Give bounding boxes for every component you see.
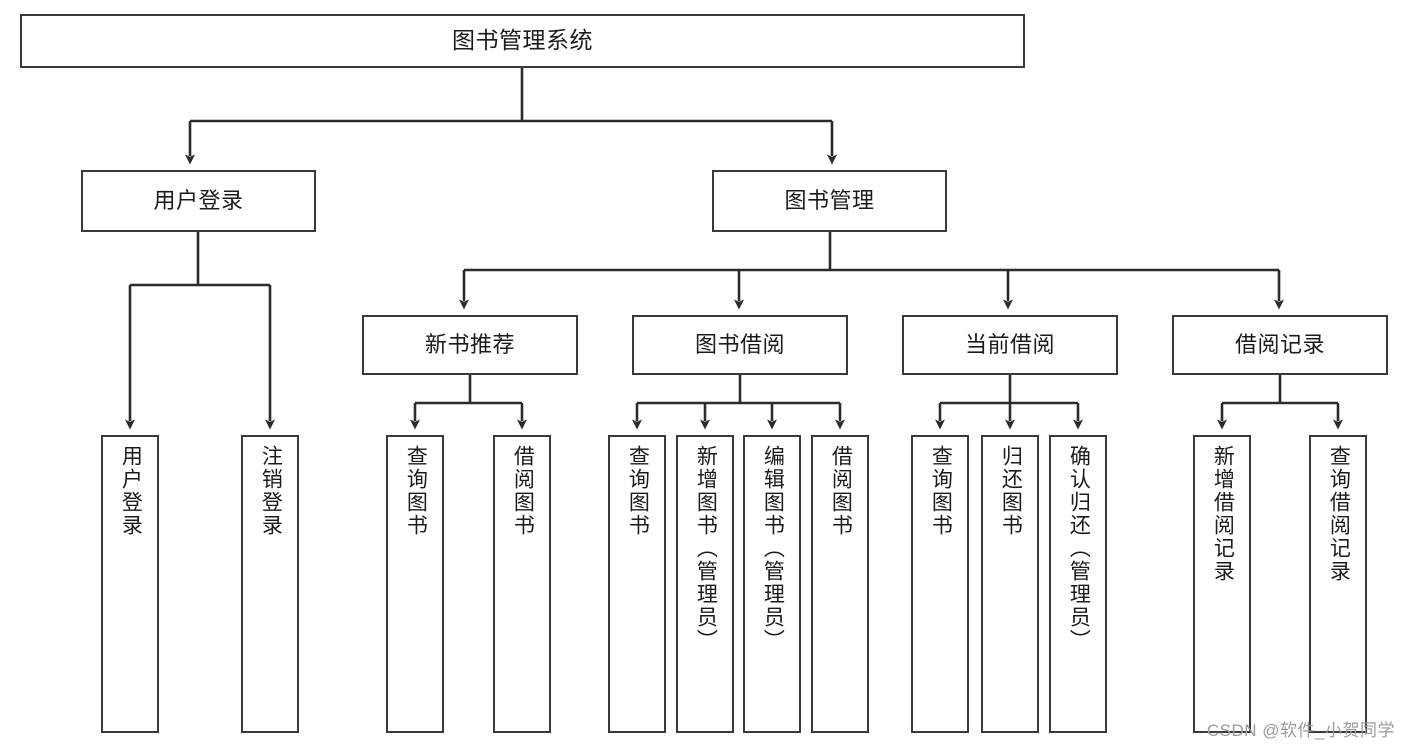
node-book-borrow-label: 图书借阅: [694, 332, 785, 358]
node-book-manage-label: 图书管理: [784, 188, 875, 214]
node-book-manage[interactable]: 图书管理: [712, 170, 947, 232]
node-leaf-logout[interactable]: 注销登录: [241, 435, 299, 733]
node-current-borrow[interactable]: 当前借阅: [902, 315, 1118, 375]
node-leaf-add-book-label: 新增图书（管理员）: [694, 445, 718, 652]
node-leaf-confirm-return-label: 确认归还（管理员）: [1067, 445, 1091, 652]
node-leaf-user-login-label: 用户登录: [119, 445, 143, 537]
node-leaf-borrow-book-1-label: 借阅图书: [511, 445, 535, 537]
node-leaf-add-record[interactable]: 新增借阅记录: [1193, 435, 1251, 733]
node-leaf-confirm-return[interactable]: 确认归还（管理员）: [1049, 435, 1107, 733]
node-leaf-query-book-2[interactable]: 查询图书: [608, 435, 666, 733]
node-current-borrow-label: 当前借阅: [964, 332, 1055, 358]
node-leaf-query-book-3[interactable]: 查询图书: [911, 435, 969, 733]
node-leaf-return-book[interactable]: 归还图书: [981, 435, 1039, 733]
node-leaf-logout-label: 注销登录: [259, 445, 283, 537]
node-leaf-query-record-label: 查询借阅记录: [1327, 445, 1351, 583]
node-leaf-edit-book-label: 编辑图书（管理员）: [761, 445, 785, 652]
node-leaf-query-book-1-label: 查询图书: [404, 445, 428, 537]
watermark-text: CSDN @软件_小贺同学: [1206, 721, 1395, 740]
node-user-login-label: 用户登录: [153, 188, 244, 214]
node-user-login[interactable]: 用户登录: [81, 170, 316, 232]
node-leaf-user-login[interactable]: 用户登录: [101, 435, 159, 733]
node-leaf-borrow-book-1[interactable]: 借阅图书: [493, 435, 551, 733]
node-leaf-query-record[interactable]: 查询借阅记录: [1309, 435, 1367, 733]
node-leaf-query-book-1[interactable]: 查询图书: [386, 435, 444, 733]
node-leaf-borrow-book-2-label: 借阅图书: [829, 445, 853, 537]
node-leaf-edit-book[interactable]: 编辑图书（管理员）: [743, 435, 801, 733]
node-book-borrow[interactable]: 图书借阅: [632, 315, 848, 375]
node-leaf-query-book-2-label: 查询图书: [626, 445, 650, 537]
node-leaf-add-book[interactable]: 新增图书（管理员）: [676, 435, 734, 733]
node-leaf-borrow-book-2[interactable]: 借阅图书: [811, 435, 869, 733]
node-leaf-add-record-label: 新增借阅记录: [1211, 445, 1235, 583]
node-root[interactable]: 图书管理系统: [20, 14, 1025, 68]
node-root-label: 图书管理系统: [452, 27, 593, 54]
node-borrow-record-label: 借阅记录: [1234, 332, 1325, 358]
node-leaf-query-book-3-label: 查询图书: [929, 445, 953, 537]
node-leaf-return-book-label: 归还图书: [999, 445, 1023, 537]
node-borrow-record[interactable]: 借阅记录: [1172, 315, 1388, 375]
node-new-book-recommend[interactable]: 新书推荐: [362, 315, 578, 375]
node-new-book-recommend-label: 新书推荐: [424, 332, 515, 358]
